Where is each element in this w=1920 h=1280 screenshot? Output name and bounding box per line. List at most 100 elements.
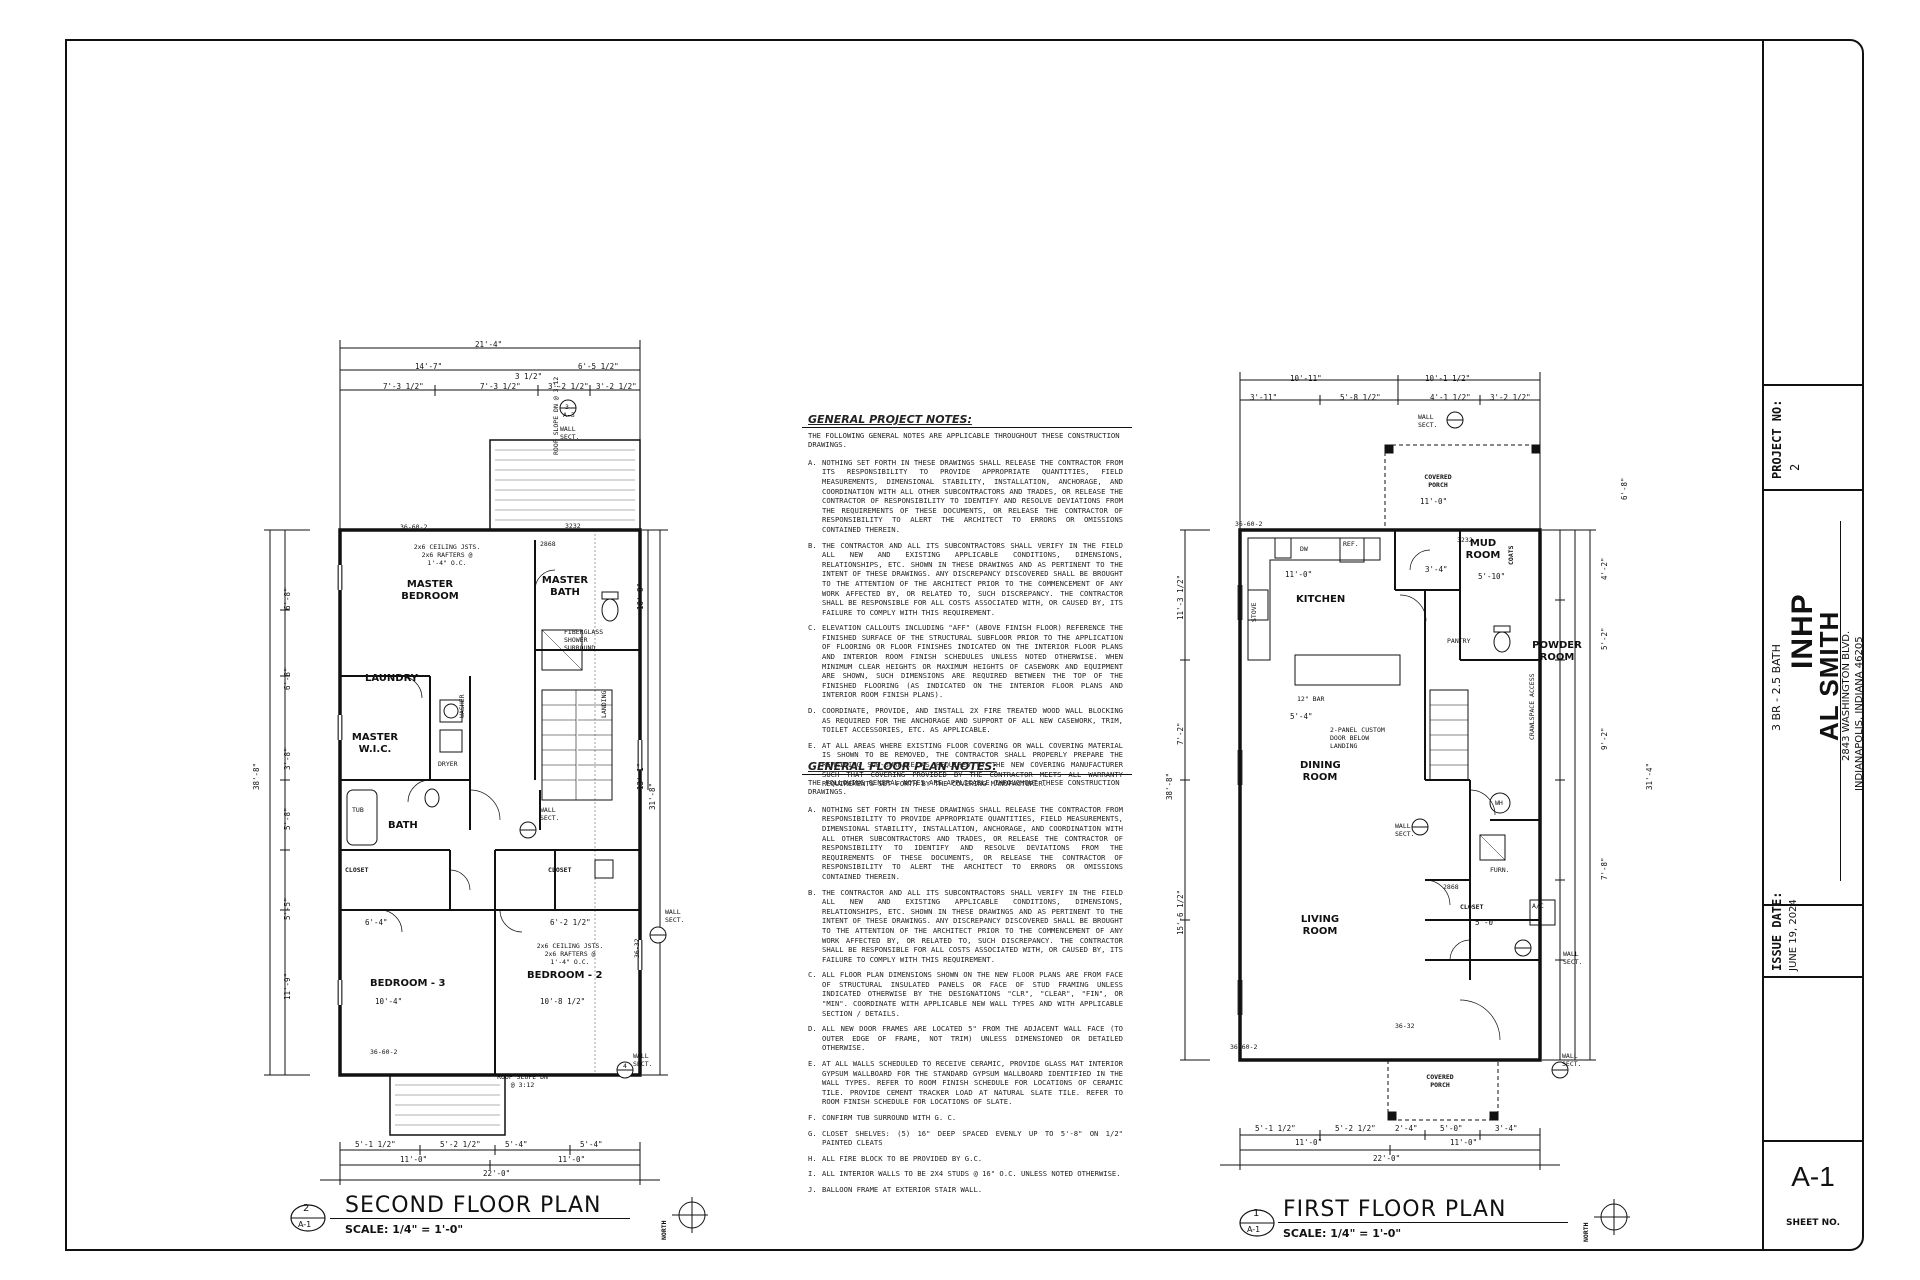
plan1-title: FIRST FLOOR PLAN bbox=[1283, 1197, 1507, 1222]
room-master-bath: MASTER BATH bbox=[541, 575, 589, 598]
sec1-callout-top-label: WALL SECT. bbox=[1418, 413, 1438, 429]
dim2-h1: 10'-8" bbox=[636, 582, 645, 610]
project-note-d: D.COORDINATE, PROVIDE, AND INSTALL 2X FI… bbox=[808, 706, 1123, 735]
plan2-number-bubble bbox=[290, 1204, 326, 1232]
dim1-seg4: 3'-2 1/2" bbox=[1490, 393, 1531, 402]
wall2-tag-top: 36-60-2 bbox=[400, 523, 428, 531]
dim1-seg3: 4'-1 1/2" bbox=[1430, 393, 1471, 402]
room-master-wic: MASTER W.I.C. bbox=[351, 732, 399, 755]
dim2-left-total: 38'-8" bbox=[252, 762, 261, 790]
project-notes-intro: THE FOLLOWING GENERAL NOTES ARE APPLICAB… bbox=[808, 430, 1120, 450]
furnace-label: FURN. bbox=[1490, 866, 1510, 874]
north-arrow-icon-first bbox=[1594, 1199, 1630, 1235]
tb-sheet-number: A-1 bbox=[1791, 1161, 1835, 1192]
dim1-b1: 5'-1 1/2" bbox=[1255, 1124, 1296, 1133]
door2-tag: 2868 bbox=[540, 540, 556, 548]
ceiling-note-a: 2x6 CEILING JSTS. 2x6 RAFTERS @ 1'-4" O.… bbox=[413, 543, 481, 567]
roof-slope-note-bottom: ROOF SLOPE DN @ 3:12 bbox=[497, 1073, 548, 1089]
tb-rule-3 bbox=[1764, 904, 1862, 906]
floor-notes-rule bbox=[802, 773, 1132, 775]
floor-note-g: G.CLOSET SHELVES: (5) 16" DEEP SPACED EV… bbox=[808, 1128, 1123, 1148]
room-mud-room: MUD ROOM bbox=[1465, 538, 1501, 561]
dim2-seg3: 3 1/2" bbox=[515, 372, 543, 381]
sec2-callout-bottom-label: WALL SECT. bbox=[633, 1052, 653, 1068]
dim2-b3: 5'-4" bbox=[505, 1140, 528, 1149]
tb-project-no-label: PROJECT NO: bbox=[1770, 399, 1784, 479]
tb-address-1: 2843 WASHINGTON BLVD. bbox=[1841, 630, 1852, 761]
dim1-bottom-right: 11'-0" bbox=[1450, 1138, 1478, 1147]
dim1-seg2: 5'-8 1/2" bbox=[1340, 393, 1381, 402]
dim1-h1: 11'-3 1/2" bbox=[1176, 574, 1185, 620]
coats-label: COATS bbox=[1507, 545, 1515, 565]
sec2-callout-top-sheet: A-3 bbox=[563, 411, 575, 419]
dim1-right-run: 10'-1 1/2" bbox=[1425, 374, 1471, 383]
tb-rule-2 bbox=[1764, 489, 1862, 491]
room-dining-room: DINING ROOM bbox=[1300, 760, 1341, 783]
bar-label: 12" BAR bbox=[1297, 695, 1325, 703]
door-below-landing-note: 2-PANEL CUSTOM DOOR BELOW LANDING bbox=[1330, 726, 1385, 750]
plan1-number: 1 bbox=[1253, 1208, 1260, 1219]
tb-client-rule bbox=[1840, 521, 1841, 881]
plan1-sheet-ref: A-1 bbox=[1247, 1225, 1261, 1234]
project-notes-rule bbox=[802, 426, 1132, 428]
floor-notes-heading: GENERAL FLOOR PLAN NOTES: bbox=[808, 760, 997, 773]
dim2-seg1: 7'-3 1/2" bbox=[383, 382, 424, 391]
dim1-h3: 7'-2" bbox=[1176, 722, 1185, 745]
general-project-notes: GENERAL PROJECT NOTES: THE FOLLOWING GEN… bbox=[802, 413, 1132, 795]
dim2-seg5: 3'-2 1/2" bbox=[596, 382, 637, 391]
floor-note-h: H.ALL FIRE BLOCK TO BE PROVIDED BY G.C. bbox=[808, 1153, 983, 1163]
sec2-callout-bottom-num: 4 bbox=[623, 1062, 627, 1070]
dim1-k1: 11'-0" bbox=[1285, 570, 1313, 579]
dim1-b5: 3'-4" bbox=[1495, 1124, 1518, 1133]
sec2-callout-mid-label: WALL SECT. bbox=[540, 806, 560, 822]
north-arrow-icon bbox=[672, 1197, 708, 1233]
room-laundry: LAUNDRY bbox=[365, 673, 418, 684]
dim2-b1: 5'-1 1/2" bbox=[355, 1140, 396, 1149]
dim2-l3: 3'-8" bbox=[283, 747, 292, 770]
tb-address-2: INDIANAPOLIS, INDIANA 46205 bbox=[1854, 636, 1865, 791]
dim1-r2: 4'-2" bbox=[1600, 557, 1609, 580]
dim2-right-run: 6'-5 1/2" bbox=[578, 362, 619, 371]
project-note-b: B.THE CONTRACTOR AND ALL ITS SUBCONTRACT… bbox=[808, 540, 1123, 617]
tb-rule-5 bbox=[1764, 1140, 1862, 1142]
tb-sheet-label: SHEET NO. bbox=[1786, 1218, 1840, 1228]
dim2-b4: 5'-4" bbox=[580, 1140, 603, 1149]
tb-program: 3 BR - 2.5 BATH bbox=[1770, 644, 1783, 731]
project-notes-heading: GENERAL PROJECT NOTES: bbox=[808, 413, 972, 426]
sec2-callout-top-label: WALL SECT. bbox=[560, 425, 580, 441]
tb-rule-1 bbox=[1764, 384, 1862, 386]
dim1-k3: 5'-10" bbox=[1478, 572, 1506, 581]
dim2-bottom-right: 11'-0" bbox=[558, 1155, 586, 1164]
room-powder-room: POWDER ROOM bbox=[1532, 640, 1582, 663]
floor-note-e: E.AT ALL WALLS SCHEDULED TO RECEIVE CERA… bbox=[808, 1059, 1123, 1107]
dim2-seg4: 3'-2 1/2" bbox=[548, 382, 589, 391]
title-block: PROJECT NO: 2 3 BR - 2.5 BATH INHP AL SM… bbox=[1762, 39, 1865, 1251]
closet-label-first: CLOSET bbox=[1460, 903, 1484, 911]
dim1-right-total: 31'-4" bbox=[1645, 762, 1654, 790]
dim2-bottom-left: 11'-0" bbox=[400, 1155, 428, 1164]
plan2-title-rule bbox=[330, 1218, 630, 1219]
landing-label: LANDING bbox=[600, 690, 608, 718]
win2-tag: 3232 bbox=[565, 522, 581, 530]
dryer-label: DRYER bbox=[438, 760, 458, 768]
sec1-callout-mid-label: WALL SECT. bbox=[1395, 822, 1415, 838]
room-bath: BATH bbox=[388, 820, 418, 831]
floor-note-i: I.ALL INTERIOR WALLS TO BE 2X4 STUDS @ 1… bbox=[808, 1169, 1121, 1179]
general-floor-plan-notes: GENERAL FLOOR PLAN NOTES: THE FOLLOWING … bbox=[802, 760, 1132, 1201]
pantry-label: PANTRY bbox=[1447, 637, 1471, 645]
dim1-b3: 2'-4" bbox=[1395, 1124, 1418, 1133]
wall1-tag-side: 36-32 bbox=[1395, 1022, 1415, 1030]
dim1-bottom-overall: 22'-0" bbox=[1373, 1154, 1401, 1163]
ac-label: A/C bbox=[1532, 902, 1544, 910]
fridge-label: REF. bbox=[1343, 540, 1359, 548]
plan1-scale: SCALE: 1/4" = 1'-0" bbox=[1283, 1227, 1402, 1240]
dishwasher-label: DW bbox=[1300, 545, 1308, 553]
dim1-bottom-left: 11'-0" bbox=[1295, 1138, 1323, 1147]
second-floor-plan-drawing bbox=[264, 340, 668, 1185]
water-heater-label: WH bbox=[1495, 799, 1503, 807]
dim2-overall-width: 21'-4" bbox=[475, 340, 503, 349]
dim1-k2: 5'-4" bbox=[1290, 712, 1313, 721]
dim1-r1: 6'-8" bbox=[1620, 477, 1629, 500]
floor-notes-intro: THE FOLLOWING GENERAL NOTES ARE APPLICAB… bbox=[808, 777, 1120, 797]
plan2-number: 2 bbox=[303, 1203, 310, 1214]
